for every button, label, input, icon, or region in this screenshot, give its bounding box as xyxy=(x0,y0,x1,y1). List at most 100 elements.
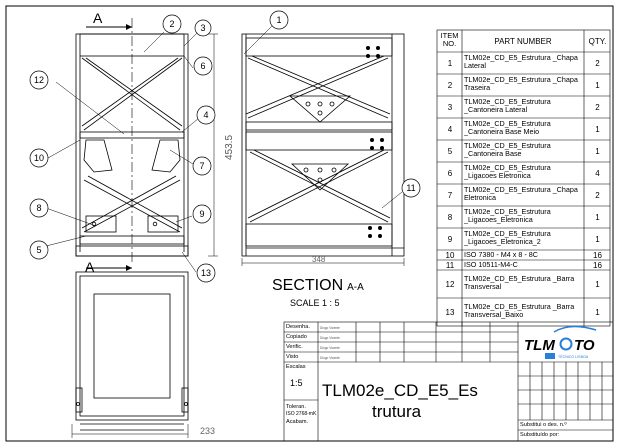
balloon-9-label: 9 xyxy=(199,209,204,219)
bom-row-1-item: 1 xyxy=(447,59,453,68)
section-letter-top: A xyxy=(93,10,103,26)
balloon-6-label: 6 xyxy=(200,61,205,71)
balloon-5-label: 5 xyxy=(36,245,41,255)
balloon-2 xyxy=(162,14,182,34)
balloon-6 xyxy=(193,56,213,76)
tb-tolerance-value: ISO 2768-mK xyxy=(286,411,317,417)
bom-row-3-qty: 2 xyxy=(595,103,600,112)
bom-row-13-item: 13 xyxy=(445,308,455,317)
drawing-title-line2: trutura xyxy=(372,402,422,421)
bom-row-6-part: TLM02e_CD_E5_Estrutura _Ligacoes Eletron… xyxy=(464,164,551,180)
bom-row-10-part: ISO 7380 - M4 x 8 - 8C xyxy=(464,251,538,259)
dimension-bottom-width xyxy=(71,424,189,438)
dimension-side-width xyxy=(241,258,405,266)
bom-row-3-part: TLM02e_CD_E5_Estrutura _Cantoneira Later… xyxy=(464,98,551,114)
bom-row-6-item: 6 xyxy=(447,169,453,178)
bom-row-5-item: 5 xyxy=(447,147,453,156)
bom-row-1-part: TLM02e_CD_E5_Estrutura _Chapa Lateral xyxy=(464,54,578,70)
tb-role-copied: Copiado xyxy=(286,334,307,340)
bom-row-2-part: TLM02e_CD_E5_Estrutura _Chapa Traseira xyxy=(464,76,578,92)
section-letter-bottom: A xyxy=(85,259,95,275)
tb-name-drawn: Diogo Vicente xyxy=(320,326,340,330)
bom-header-item: ITEM NO. xyxy=(440,32,459,48)
dimension-height-value: 453.5 xyxy=(224,135,235,160)
side-view-fasteners xyxy=(366,46,384,238)
bom-row-13-qty: 1 xyxy=(595,308,600,317)
balloon-12 xyxy=(29,70,49,90)
bom-row-7-qty: 2 xyxy=(595,191,600,200)
balloon-3 xyxy=(194,19,212,37)
svg-text:TO: TO xyxy=(574,337,595,354)
bom-row-12-item: 12 xyxy=(445,280,455,289)
tb-name-copied: Diogo Vicente xyxy=(320,336,340,340)
balloon-3-label: 3 xyxy=(200,23,205,33)
tb-replaced-by-label: Substituído por: xyxy=(520,432,560,438)
bom-table-grid xyxy=(436,29,611,327)
balloon-11-label: 11 xyxy=(406,183,415,193)
balloon-13 xyxy=(196,263,216,283)
balloon-leaders xyxy=(45,21,403,273)
balloon-5 xyxy=(29,240,49,260)
cutting-plane-top xyxy=(86,24,132,30)
balloon-8-label: 8 xyxy=(36,203,41,213)
bom-row-8-item: 8 xyxy=(447,213,453,222)
tb-role-drawn: Desenha. xyxy=(286,324,310,330)
balloon-11 xyxy=(401,178,421,198)
svg-text:TÉCNICO LISBOA: TÉCNICO LISBOA xyxy=(558,354,589,359)
balloon-4-label: 4 xyxy=(203,110,208,120)
drawing-title-line1: TLM02e_CD_E5_Es xyxy=(322,381,478,400)
bom-header-part: PART NUMBER xyxy=(494,38,552,46)
bom-row-13-part: TLM02e_CD_E5_Estrutura _Barra Transversa… xyxy=(464,303,575,319)
tb-name-checked: Diogo Vicente xyxy=(320,346,340,350)
bom-row-5-qty: 1 xyxy=(595,147,600,156)
balloon-1-label: 1 xyxy=(276,15,281,25)
scale-label: SCALE 1 : 5 xyxy=(290,298,340,308)
bom-row-10-item: 10 xyxy=(445,251,455,260)
bom-row-11-qty: 16 xyxy=(593,261,602,270)
tb-tolerance-label: Toleran. xyxy=(286,404,306,410)
tb-scale-value: 1:5 xyxy=(290,378,303,388)
tb-name-seen: Diogo Vicente xyxy=(320,356,340,360)
bom-row-1-qty: 2 xyxy=(595,59,600,68)
balloon-2-label: 2 xyxy=(169,19,174,29)
tb-replaces-label: Substitui o des. n.º xyxy=(520,422,567,428)
bom-row-9-part: TLM02e_CD_E5_Estrutura _Ligacoes_Eletron… xyxy=(464,230,551,246)
balloon-labels: 2 3 6 4 7 12 10 8 9 5 13 1 11 xyxy=(34,15,416,278)
balloon-10-label: 10 xyxy=(34,153,44,163)
bom-header-qty: QTY. xyxy=(588,38,607,46)
bom-row-7-part: TLM02e_CD_E5_Estrutura _Chapa Eletronica xyxy=(464,186,578,202)
bom-row-11-part: ISO 10511-M4-C xyxy=(464,261,518,269)
balloon-10 xyxy=(29,148,49,168)
dimension-bottom-width-value: 233 xyxy=(200,426,215,436)
bom-row-8-part: TLM02e_CD_E5_Estrutura _Ligacoes_Eletron… xyxy=(464,208,551,224)
side-view xyxy=(241,33,405,257)
balloon-8 xyxy=(29,198,49,218)
balloons xyxy=(29,10,421,283)
bom-row-9-item: 9 xyxy=(447,235,453,244)
balloon-4 xyxy=(196,105,216,125)
tb-escalas-label: Escalas xyxy=(286,364,306,370)
svg-text:TLM: TLM xyxy=(524,337,555,354)
bom-row-12-part: TLM02e_CD_E5_Estrutura _Barra Transversa… xyxy=(464,275,575,291)
bom-row-4-part: TLM02e_CD_E5_Estrutura _Cantoneira Base … xyxy=(464,120,551,136)
cutting-plane-bottom xyxy=(86,265,132,271)
bom-row-7-item: 7 xyxy=(447,191,453,200)
title-block-grid xyxy=(283,321,614,442)
tb-role-seen: Visto xyxy=(286,354,299,360)
balloon-13-label: 13 xyxy=(201,268,211,278)
balloon-7-label: 7 xyxy=(199,161,204,171)
bom-row-12-qty: 1 xyxy=(595,280,600,289)
bom-row-9-qty: 1 xyxy=(595,235,600,244)
bom-row-11-item: 11 xyxy=(445,261,455,270)
bom-row-4-item: 4 xyxy=(447,125,453,134)
tb-role-checked: Verific. xyxy=(286,344,303,350)
bom-row-4-qty: 1 xyxy=(595,125,600,134)
balloon-12-label: 12 xyxy=(34,75,44,85)
bom-row-5-part: TLM02e_CD_E5_Estrutura _Cantoneira Base xyxy=(464,142,551,158)
balloon-9 xyxy=(192,204,212,224)
dimension-height xyxy=(208,33,218,257)
balloon-1 xyxy=(269,10,289,30)
